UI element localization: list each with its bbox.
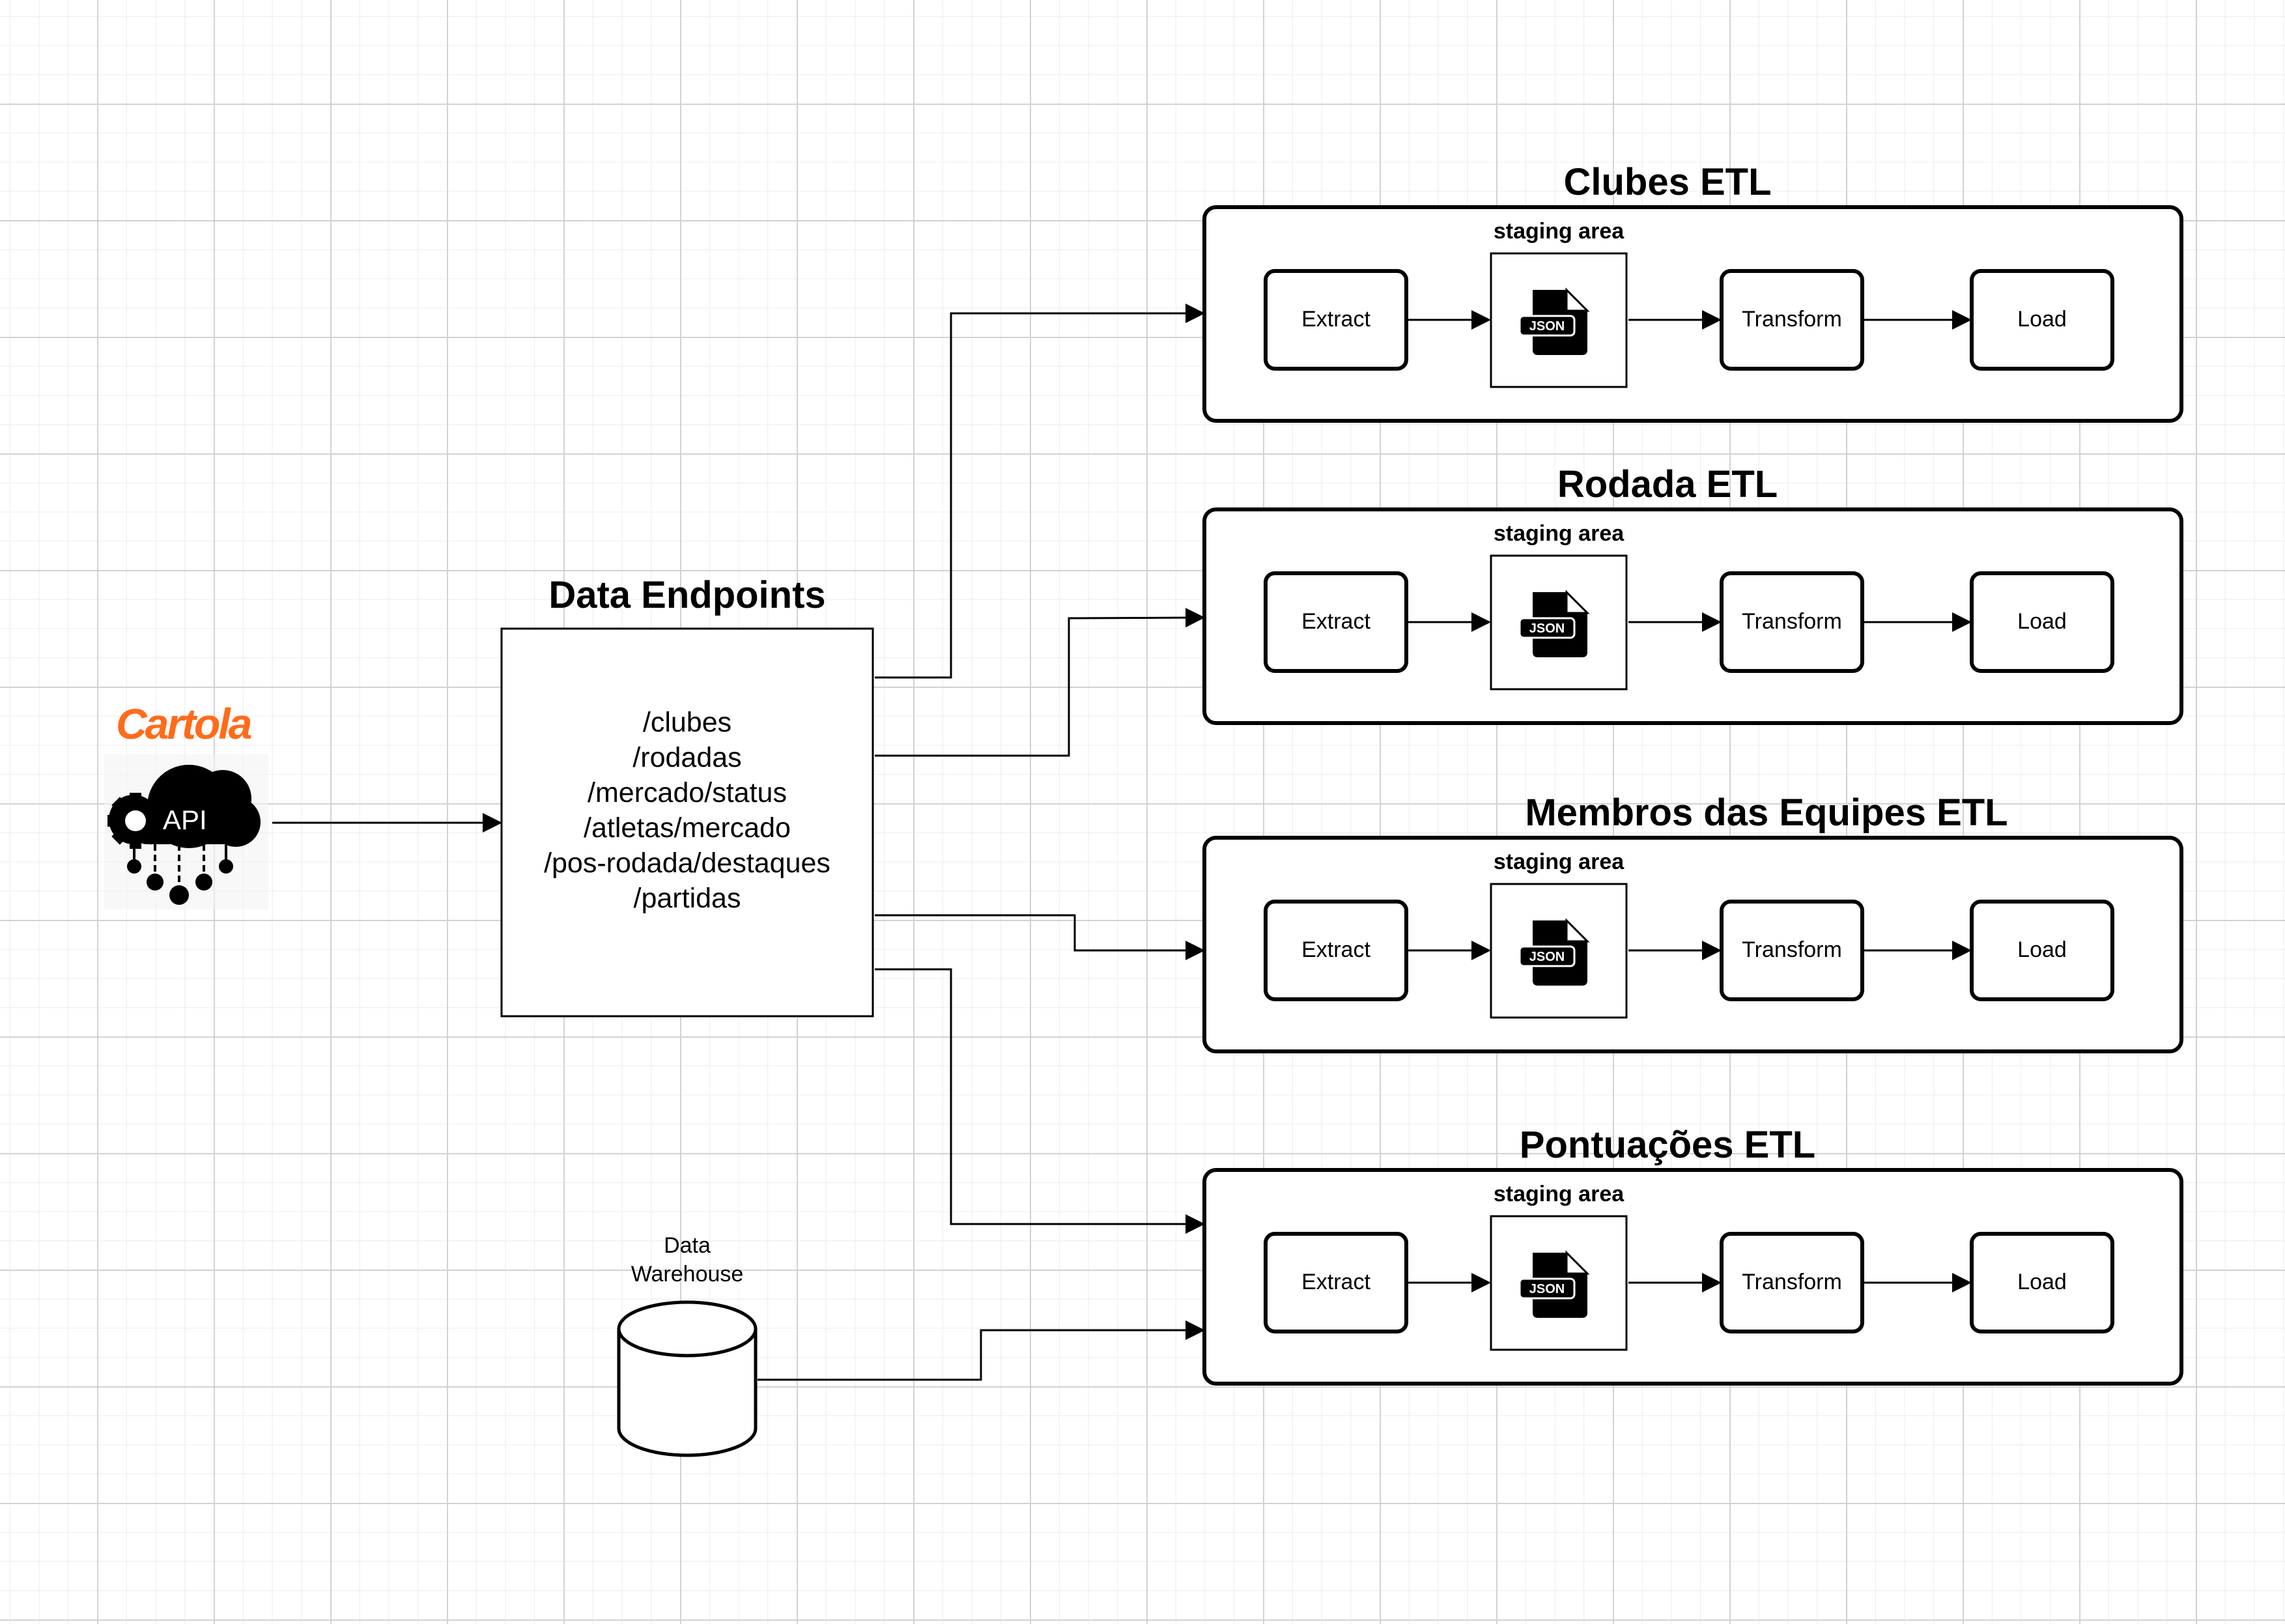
pipelines-layer: JSON JSON JSON JSON <box>1202 205 2183 1386</box>
etl-pipeline: JSON <box>1202 1168 2183 1386</box>
extract-step-label: Extract <box>1301 1270 1370 1294</box>
endpoint-item: /clubes <box>642 707 732 738</box>
extract-step[interactable] <box>1264 900 1408 1001</box>
etl-title: Rodada ETL <box>1557 463 1778 506</box>
api-connection-nodes <box>127 844 233 905</box>
etl-container[interactable] <box>1202 836 2183 1053</box>
staging-area-label: staging area <box>1493 1182 1625 1206</box>
staging-area-label: staging area <box>1493 849 1625 874</box>
cartola-logo: Cartola <box>116 700 252 748</box>
connectors <box>272 304 1205 1381</box>
load-step[interactable] <box>1970 1232 2114 1333</box>
connector-endpoints-to-rodada <box>875 608 1205 757</box>
connector-warehouse-to-pontuacoes <box>758 1320 1205 1381</box>
endpoints-title: Data Endpoints <box>548 574 826 616</box>
extract-step-label: Extract <box>1301 609 1370 634</box>
transform-step[interactable] <box>1720 269 1864 371</box>
transform-step-label: Transform <box>1742 307 1842 332</box>
load-step-label: Load <box>2017 937 2067 962</box>
transform-step-label: Transform <box>1742 1270 1842 1294</box>
etl-pipeline: JSON <box>1202 507 2183 725</box>
extract-step[interactable] <box>1264 571 1408 673</box>
json-badge-text: JSON <box>1529 950 1565 964</box>
load-step[interactable] <box>1970 900 2114 1001</box>
transform-step-label: Transform <box>1742 609 1842 634</box>
connector-endpoints-to-clubes <box>875 304 1205 679</box>
json-file-icon: JSON <box>1518 590 1590 657</box>
api-label: API <box>163 805 207 835</box>
endpoint-item: /mercado/status <box>588 777 787 808</box>
extract-step[interactable] <box>1264 269 1408 371</box>
load-step-label: Load <box>2017 307 2067 332</box>
staging-area-label: staging area <box>1493 219 1625 244</box>
load-step-label: Load <box>2017 609 2067 634</box>
staging-area-label: staging area <box>1493 521 1625 546</box>
data-warehouse-label-line1: Data <box>664 1233 711 1258</box>
endpoint-item: /atletas/mercado <box>584 812 791 844</box>
data-warehouse-icon[interactable] <box>617 1300 758 1457</box>
json-file-icon: JSON <box>1518 1250 1590 1318</box>
etl-title: Clubes ETL <box>1563 161 1772 203</box>
transform-step[interactable] <box>1720 1232 1864 1333</box>
etl-title: Membros das Equipes ETL <box>1525 791 2008 834</box>
json-file-icon: JSON <box>1518 918 1590 986</box>
endpoint-item: /partidas <box>633 883 741 914</box>
etl-pipeline: JSON <box>1202 836 2183 1053</box>
extract-step[interactable] <box>1264 1232 1408 1333</box>
extract-step-label: Extract <box>1301 307 1370 332</box>
json-badge-text: JSON <box>1529 621 1565 636</box>
connector-endpoints-to-pontuacoes <box>875 968 1205 1234</box>
load-step[interactable] <box>1970 571 2114 673</box>
json-file-icon: JSON <box>1518 287 1590 355</box>
gear-icon <box>107 793 163 849</box>
transform-step[interactable] <box>1720 571 1864 673</box>
etl-container[interactable] <box>1202 1168 2183 1386</box>
transform-step[interactable] <box>1720 900 1864 1001</box>
connector-endpoints-to-membros <box>875 914 1205 960</box>
etl-title: Pontuações ETL <box>1519 1124 1816 1166</box>
json-badge-text: JSON <box>1529 1282 1565 1296</box>
endpoints-box[interactable] <box>500 627 874 1018</box>
load-step-label: Load <box>2017 1270 2067 1294</box>
transform-step-label: Transform <box>1742 937 1842 962</box>
endpoint-item: /pos-rodada/destaques <box>544 848 830 879</box>
json-badge-text: JSON <box>1529 319 1565 334</box>
etl-container[interactable] <box>1202 205 2183 423</box>
endpoint-item: /rodadas <box>632 742 742 773</box>
load-step[interactable] <box>1970 269 2114 371</box>
data-warehouse-label-line2: Warehouse <box>631 1262 744 1287</box>
etl-pipeline: JSON <box>1202 205 2183 423</box>
etl-container[interactable] <box>1202 507 2183 725</box>
extract-step-label: Extract <box>1301 937 1370 962</box>
